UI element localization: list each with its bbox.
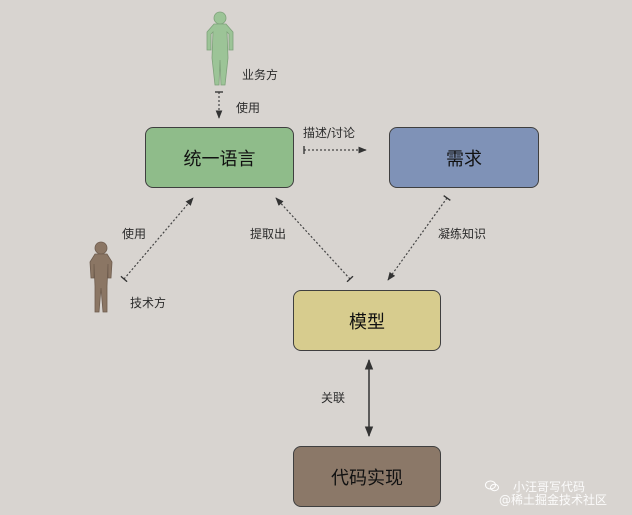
edge-label-describe-discuss: 描述/讨论 (303, 126, 356, 140)
node-code-implementation: 代码实现 (293, 446, 441, 507)
node-requirements: 需求 (389, 127, 539, 188)
watermark-brand: 小汪哥写代码 (513, 480, 586, 494)
edge-label-business-use: 使用 (236, 101, 261, 115)
actor-technical-label: 技术方 (130, 296, 167, 310)
actor-business-label: 业务方 (242, 68, 279, 82)
watermark: 小汪哥写代码 @稀土掘金技术社区 (485, 478, 632, 512)
node-model: 模型 (293, 290, 441, 351)
edge-model-to-language (275, 197, 354, 283)
edge-technical-to-language (120, 197, 194, 283)
node-requirements-label: 需求 (446, 148, 482, 170)
edge-label-refine-knowledge: 凝练知识 (438, 227, 487, 241)
business-person-icon (206, 11, 234, 86)
edge-label-extract: 提取出 (250, 227, 287, 241)
technical-person-icon (89, 241, 113, 313)
wechat-icon (485, 480, 499, 492)
edge-requirements-to-model (387, 195, 451, 281)
watermark-site: @稀土掘金技术社区 (499, 493, 608, 507)
edge-label-associate: 关联 (321, 391, 346, 405)
node-model-label: 模型 (349, 311, 385, 333)
edge-label-technical-use: 使用 (122, 227, 147, 241)
node-code-implementation-label: 代码实现 (331, 467, 403, 489)
node-ubiquitous-language-label: 统一语言 (183, 148, 256, 170)
node-ubiquitous-language: 统一语言 (145, 127, 294, 188)
